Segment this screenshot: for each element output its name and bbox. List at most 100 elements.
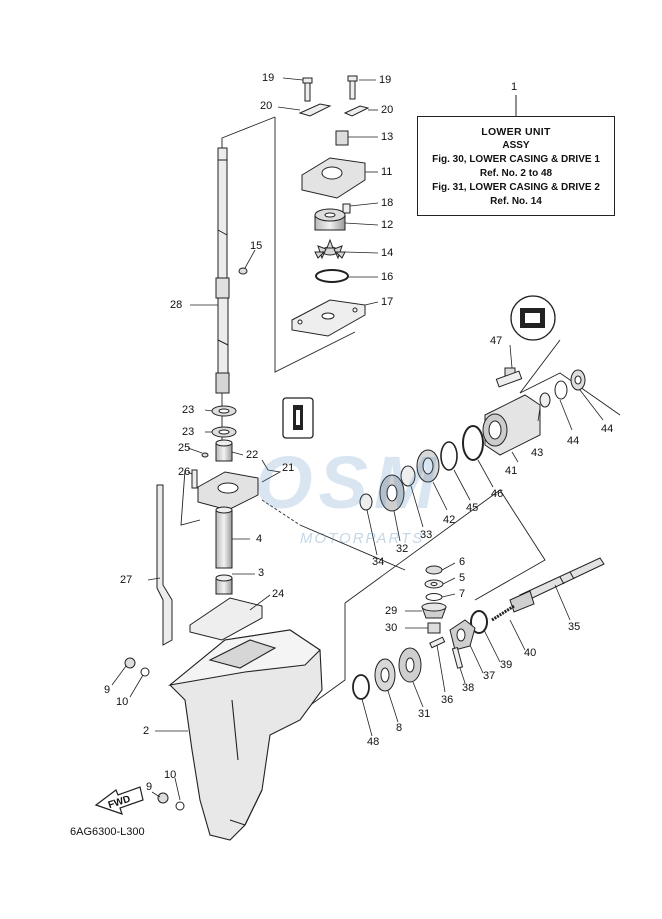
callout-15: 15 — [250, 240, 263, 252]
callout-32: 32 — [396, 543, 409, 555]
info-title: LOWER UNIT — [481, 126, 551, 138]
callout-35: 35 — [568, 621, 581, 633]
shift-rod-27 — [156, 484, 173, 646]
lower-casing-2 — [168, 629, 323, 841]
callout-23a: 23 — [182, 404, 195, 416]
bushing-30 — [427, 622, 441, 634]
callout-28: 28 — [170, 299, 183, 311]
gear-32 — [379, 474, 405, 512]
callout-2: 2 — [143, 725, 150, 737]
callout-3: 3 — [258, 567, 265, 579]
callout-38: 38 — [462, 682, 475, 694]
bolt-26 — [191, 469, 198, 489]
seal-43 — [539, 392, 551, 408]
washer-10-upper — [140, 667, 150, 677]
callout-5: 5 — [459, 572, 466, 584]
callout-34: 34 — [372, 556, 385, 568]
info-line-1: Fig. 30, LOWER CASING & DRIVE 1 — [432, 154, 600, 165]
washer-10-lower — [175, 801, 185, 811]
pin-18 — [342, 203, 351, 214]
info-line-2: Ref. No. 2 to 48 — [479, 168, 553, 179]
callout-19b: 19 — [379, 74, 392, 86]
lower-unit-info-box: LOWER UNIT ASSY Fig. 30, LOWER CASING & … — [417, 116, 615, 216]
callout-31: 31 — [418, 708, 431, 720]
pin-38 — [451, 646, 464, 669]
figure-code: 6AG6300-L300 — [70, 826, 145, 838]
plate-24 — [189, 597, 263, 641]
callout-7: 7 — [459, 588, 466, 600]
callout-10a: 10 — [116, 696, 129, 708]
pinion-29 — [421, 602, 447, 619]
bearing-42 — [416, 449, 440, 483]
watermark-subtext: MOTORPARTS — [300, 530, 425, 547]
watermark-logo: OSM — [255, 441, 442, 524]
bolt-9-upper — [124, 657, 136, 669]
callout-4: 4 — [256, 533, 263, 545]
callout-39: 39 — [500, 659, 513, 671]
callout-21: 21 — [282, 462, 295, 474]
fwd-arrow-icon — [94, 786, 144, 815]
shim-48 — [352, 674, 370, 700]
key-15 — [238, 267, 248, 275]
callout-41: 41 — [505, 465, 518, 477]
callout-48: 48 — [367, 736, 380, 748]
callout-25: 25 — [178, 442, 191, 454]
drive-shaft-28 — [215, 147, 230, 394]
callout-43: 43 — [531, 447, 544, 459]
plunger-36 — [429, 636, 446, 649]
callout-27: 27 — [120, 574, 133, 586]
clutch-37 — [449, 619, 476, 651]
grease-symbol-box — [282, 397, 314, 439]
info-line-3: Fig. 31, LOWER CASING & DRIVE 2 — [432, 182, 600, 193]
callout-46: 46 — [491, 488, 504, 500]
spring-40 — [491, 604, 515, 622]
info-line-4: Ref. No. 14 — [490, 196, 542, 207]
bearing-23-lower — [211, 426, 237, 438]
callout-30: 30 — [385, 622, 398, 634]
callout-44a: 44 — [567, 435, 580, 447]
oring-39 — [470, 610, 488, 634]
propeller-shaft-35 — [509, 557, 605, 613]
insert-13 — [335, 130, 349, 146]
callout-47: 47 — [490, 335, 503, 347]
gear-31 — [398, 647, 422, 683]
leader-lines — [111, 77, 604, 801]
callout-29: 29 — [385, 605, 398, 617]
gear-group-line — [299, 524, 406, 571]
callout-20b: 20 — [381, 104, 394, 116]
seal-plate-47 — [495, 370, 523, 388]
bearing-23-upper — [211, 405, 237, 417]
bearing-group-outline — [519, 339, 621, 416]
callout-14: 14 — [381, 247, 394, 259]
callout-19a: 19 — [262, 72, 275, 84]
callout-23b: 23 — [182, 426, 195, 438]
shim-34 — [359, 493, 373, 511]
bolt-19-left — [302, 77, 313, 102]
shim-33 — [400, 465, 416, 487]
propeller-shaft-outline — [344, 489, 546, 604]
bushing-22 — [215, 439, 233, 462]
info-subtitle: ASSY — [502, 140, 530, 151]
callout-13: 13 — [381, 131, 394, 143]
callout-37: 37 — [483, 670, 496, 682]
plate-group-outline — [180, 469, 201, 526]
seal-44-a — [554, 380, 568, 400]
bearing-8 — [374, 658, 396, 692]
seal-25 — [201, 452, 209, 458]
washer-5 — [424, 579, 444, 589]
callout-24: 24 — [272, 588, 285, 600]
seal-44-b — [570, 369, 586, 391]
water-pump-group-outline — [274, 117, 356, 373]
callout-9b: 9 — [146, 781, 153, 793]
callout-10b: 10 — [164, 769, 177, 781]
callout-9a: 9 — [104, 684, 111, 696]
callout-1: 1 — [511, 81, 518, 93]
oring-45 — [440, 441, 458, 471]
callout-6: 6 — [459, 556, 466, 568]
impeller-14 — [314, 238, 346, 260]
callout-8: 8 — [396, 722, 403, 734]
callout-40: 40 — [524, 647, 537, 659]
bolt-9-lower — [157, 792, 169, 804]
shim-7 — [425, 593, 443, 601]
